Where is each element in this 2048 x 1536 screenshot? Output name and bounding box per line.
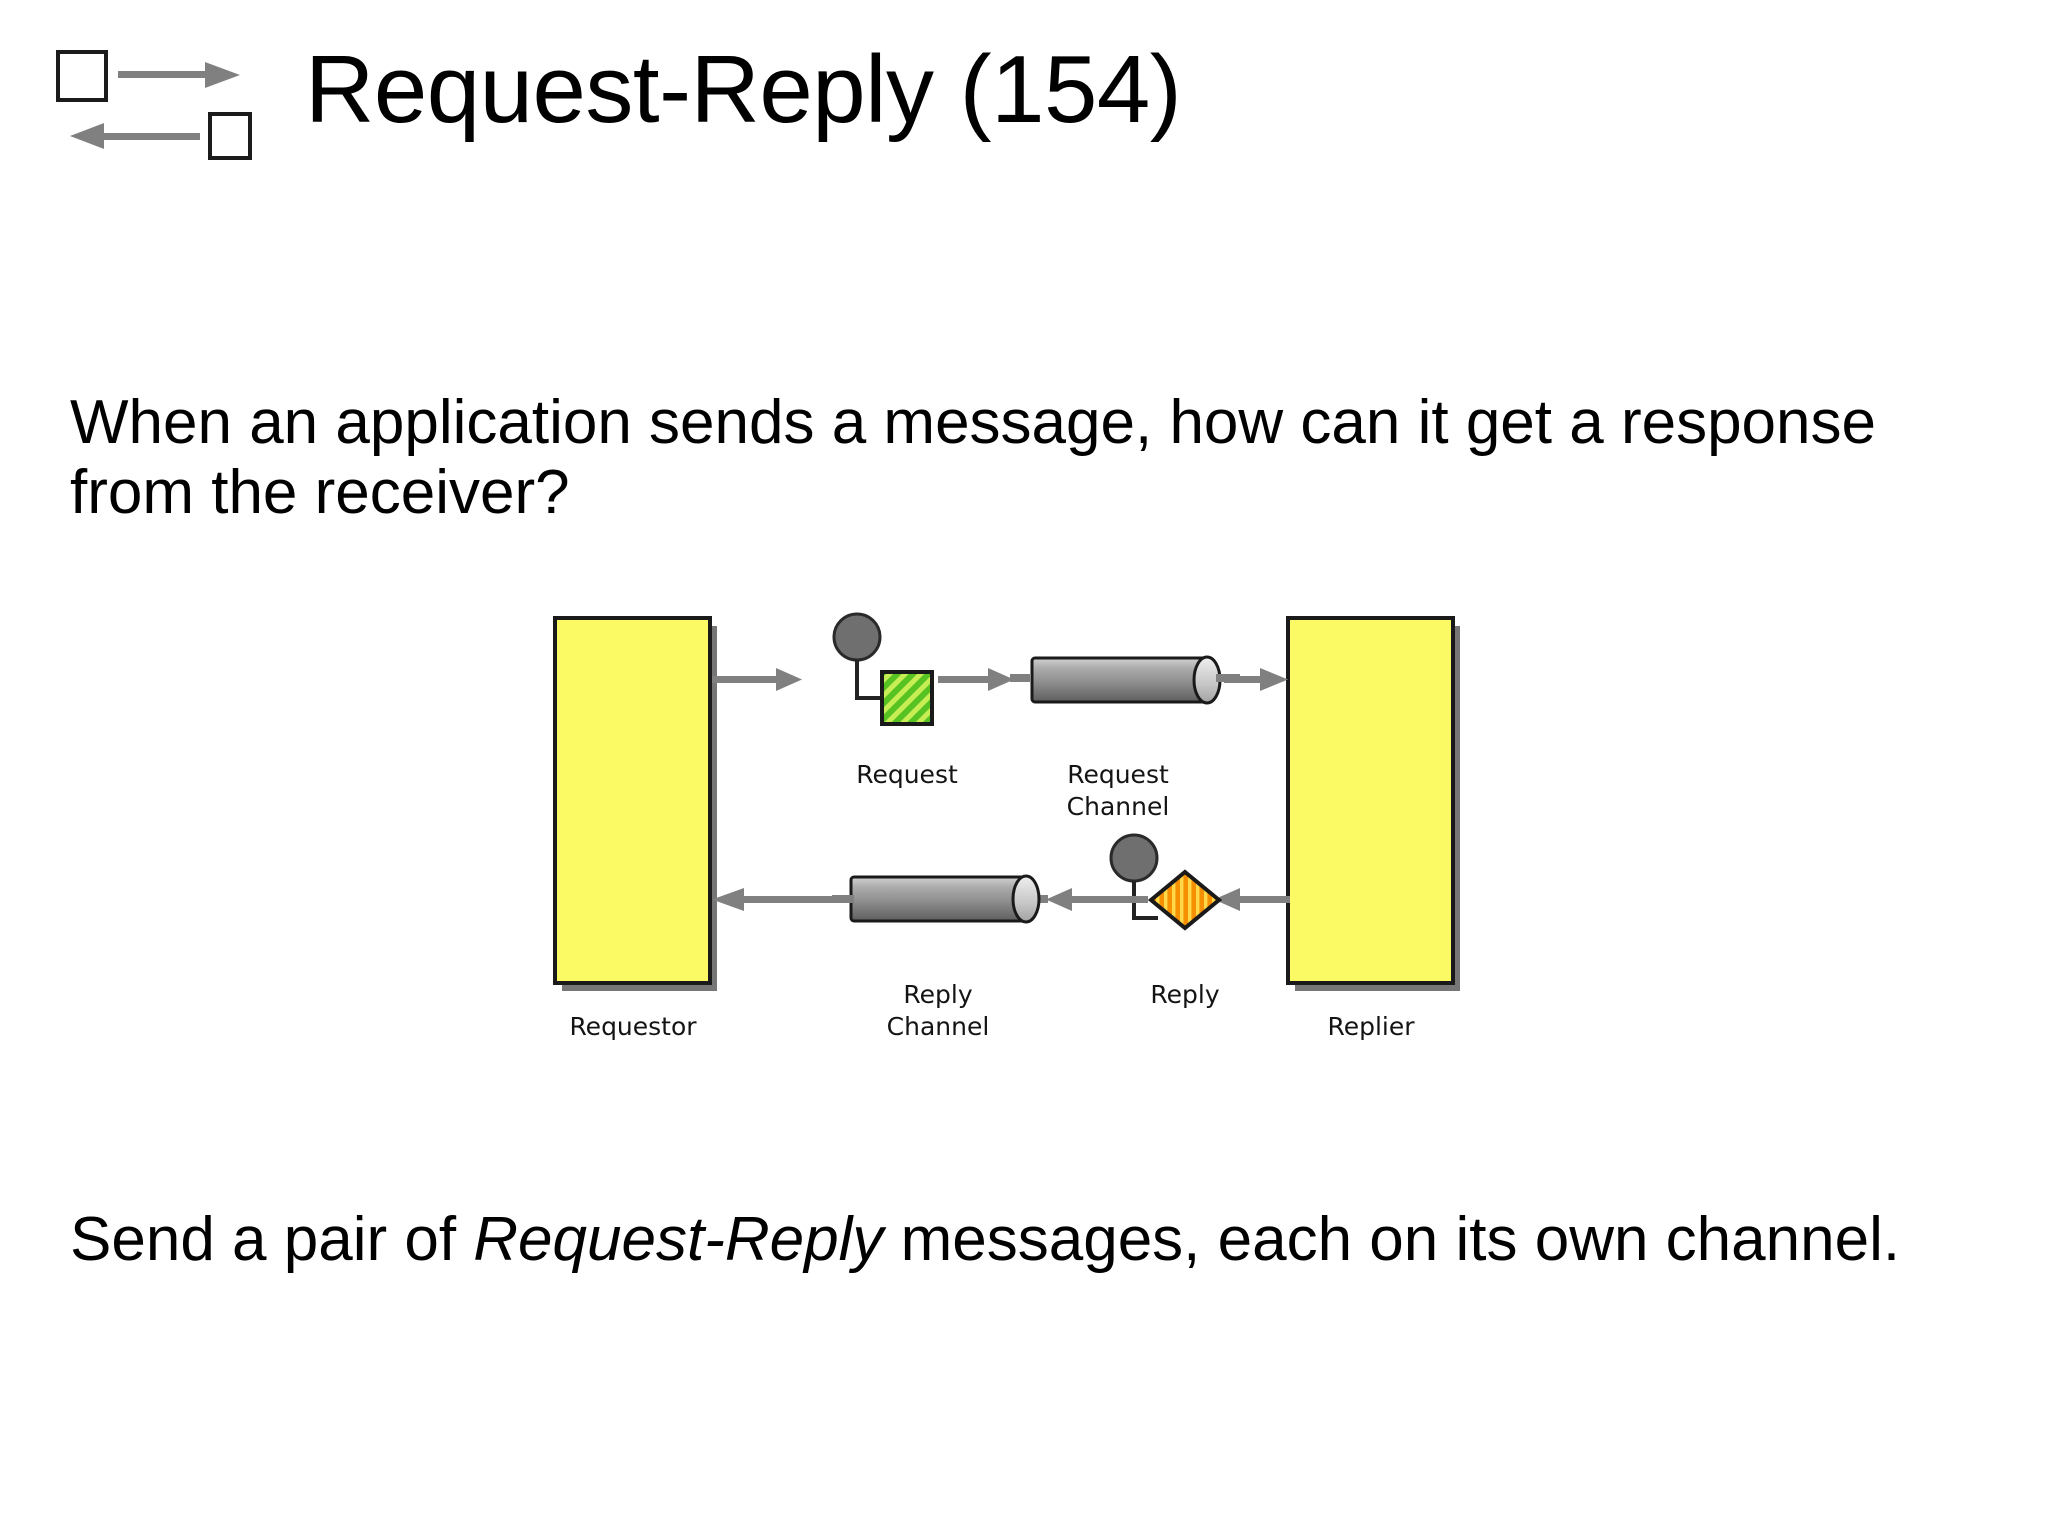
flow-arrow-request-channel-to-replier <box>1224 668 1288 691</box>
answer-prefix: Send a pair of <box>70 1205 474 1274</box>
slide-header: Request-Reply (154) <box>0 36 2048 170</box>
reply-message-label: Reply <box>1150 980 1220 1009</box>
answer-text: Send a pair of Request-Reply messages, e… <box>70 1205 1950 1275</box>
reply-message-icon <box>1109 833 1223 931</box>
answer-suffix: messages, each on its own channel. <box>883 1205 1901 1274</box>
flow-arrow-replier-to-reply <box>1214 888 1290 911</box>
replier-box-group <box>1286 616 1460 991</box>
reply-channel-label-line2: Channel <box>886 1012 990 1041</box>
request-channel-label-line1: Request <box>1067 760 1169 789</box>
question-text: When an application sends a message, how… <box>70 388 1876 528</box>
request-reply-diagram: Request Request Channel Reply Reply Chan… <box>540 600 1520 1080</box>
flow-arrow-requestor-to-request <box>712 668 802 691</box>
request-message-label: Request <box>856 760 958 789</box>
reply-channel-pipe <box>832 874 1048 924</box>
reply-channel-label-line1: Reply <box>903 980 973 1009</box>
flow-arrow-reply-to-reply-channel <box>1046 888 1148 911</box>
flow-arrow-request-to-request-channel <box>938 668 1014 691</box>
request-message-icon <box>832 612 934 726</box>
requestor-box-group <box>553 616 717 991</box>
flow-arrow-reply-channel-to-requestor <box>712 888 836 911</box>
request-channel-pipe <box>1010 655 1240 705</box>
request-channel-label-line2: Channel <box>1066 792 1170 821</box>
replier-label: Replier <box>1327 1012 1415 1041</box>
page-title: Request-Reply (154) <box>305 36 1182 143</box>
answer-emphasis: Request-Reply <box>473 1205 884 1274</box>
request-reply-exchange-icon <box>50 48 265 168</box>
requestor-label: Requestor <box>569 1012 697 1041</box>
